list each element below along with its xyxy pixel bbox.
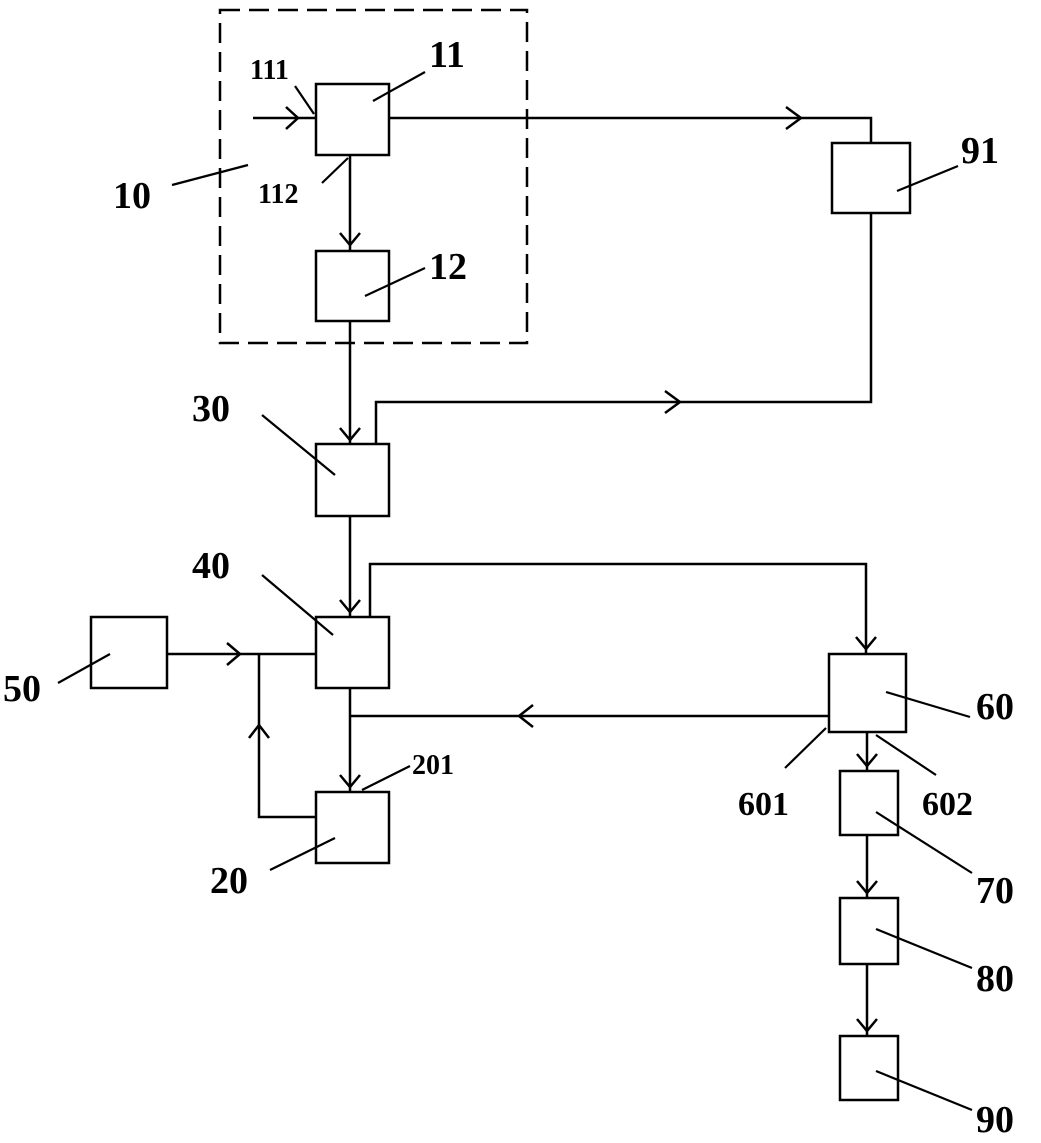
- group-10-frame: [218, 8, 529, 345]
- leader-12: [364, 267, 426, 297]
- leader-601: [784, 727, 827, 769]
- arrow-right-icon: [664, 389, 683, 415]
- line-91-to-30: [374, 213, 873, 444]
- arrow-down-icon: [856, 753, 878, 768]
- block-30: [314, 442, 391, 518]
- block-11: [314, 82, 391, 157]
- line-11-to-91: [389, 116, 873, 143]
- leader-91: [896, 164, 959, 193]
- label-30: 30: [192, 388, 230, 430]
- label-602: 602: [922, 786, 973, 823]
- leader-80: [875, 927, 973, 970]
- arrow-down-icon: [339, 232, 361, 247]
- arrow-left-icon: [516, 704, 534, 728]
- block-80: [838, 896, 900, 966]
- line-40-to-60: [368, 562, 868, 654]
- label-50: 50: [3, 668, 41, 710]
- leader-60: [885, 690, 971, 719]
- leader-90: [875, 1069, 973, 1112]
- arrow-up-icon: [248, 722, 270, 739]
- label-90: 90: [976, 1099, 1014, 1141]
- label-601: 601: [738, 786, 789, 823]
- label-91: 91: [961, 130, 999, 172]
- block-50: [89, 615, 169, 690]
- block-70: [838, 769, 900, 837]
- label-10: 10: [113, 175, 151, 217]
- label-112: 112: [258, 179, 298, 210]
- arrow-down-icon: [339, 427, 361, 442]
- block-91: [830, 141, 912, 215]
- leader-10: [171, 163, 249, 187]
- arrow-down-icon: [856, 880, 878, 895]
- arrow-right-icon: [226, 642, 242, 666]
- leader-112: [321, 157, 349, 184]
- arrow-right-icon: [285, 106, 300, 130]
- arrow-down-icon: [855, 636, 877, 651]
- leader-20: [269, 837, 336, 871]
- line-20-feedback: [257, 654, 316, 819]
- block-90: [838, 1034, 900, 1102]
- leader-11: [372, 71, 426, 102]
- label-40: 40: [192, 545, 230, 587]
- label-11: 11: [429, 34, 465, 76]
- label-20: 20: [210, 860, 248, 902]
- leader-201: [361, 765, 411, 791]
- arrow-down-icon: [856, 1018, 878, 1033]
- leader-30: [261, 414, 336, 476]
- label-80: 80: [976, 958, 1014, 1000]
- leader-70: [875, 811, 973, 874]
- leader-602: [875, 734, 937, 776]
- arrow-down-icon: [339, 774, 361, 789]
- label-60: 60: [976, 686, 1014, 728]
- label-12: 12: [429, 246, 467, 288]
- leader-50: [57, 653, 111, 684]
- label-70: 70: [976, 870, 1014, 912]
- block-40: [314, 615, 391, 690]
- block-20: [314, 790, 391, 865]
- block-12: [314, 249, 391, 323]
- leader-40: [261, 574, 334, 636]
- arrow-down-icon: [339, 599, 361, 614]
- label-201: 201: [412, 750, 454, 781]
- arrow-right-icon: [785, 105, 804, 131]
- label-111: 111: [250, 55, 289, 86]
- block-60: [827, 652, 908, 734]
- leader-111: [294, 85, 315, 115]
